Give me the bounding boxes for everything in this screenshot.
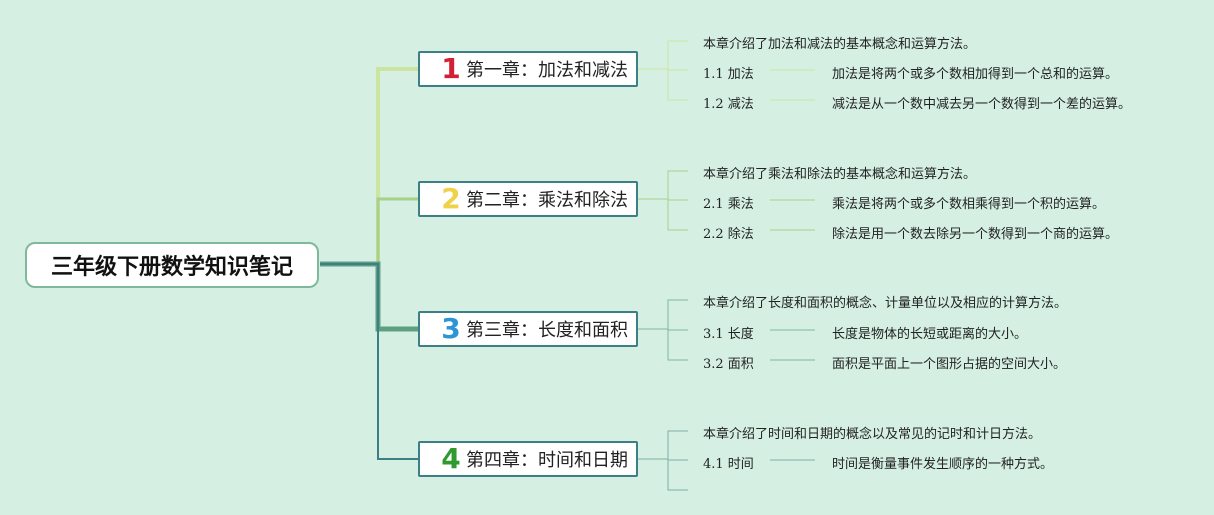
section-3-1-desc: 长度是物体的长短或距离的大小。 bbox=[832, 327, 1028, 342]
root-node[interactable]: 三年级下册数学知识笔记 bbox=[25, 242, 319, 288]
chapter-3-bracket bbox=[638, 299, 815, 361]
chapter-1-bracket bbox=[638, 40, 815, 101]
section-1-2-label: 1.2 减法 bbox=[703, 97, 754, 112]
chapter-3-number: 3 bbox=[441, 312, 461, 345]
section-1-1-label: 1.1 加法 bbox=[703, 67, 754, 82]
section-2-1-label: 2.1 乘法 bbox=[703, 197, 754, 212]
branch-chapter-1 bbox=[320, 67, 418, 266]
chapter-3-intro: 本章介绍了长度和面积的概念、计量单位以及相应的计算方法。 bbox=[703, 296, 1068, 311]
branch-chapter-2 bbox=[320, 197, 418, 266]
root-title: 三年级下册数学知识笔记 bbox=[50, 255, 293, 280]
section-3-1-label: 3.1 长度 bbox=[703, 327, 754, 342]
chapter-4-title: 第四章：时间和日期 bbox=[466, 450, 628, 471]
chapter-1-intro: 本章介绍了加法和减法的基本概念和运算方法。 bbox=[703, 37, 977, 52]
chapter-2-intro: 本章介绍了乘法和除法的基本概念和运算方法。 bbox=[703, 167, 977, 182]
section-2-2-label: 2.2 除法 bbox=[703, 227, 754, 242]
chapter-2-number: 2 bbox=[441, 182, 461, 215]
section-1-1-desc: 加法是将两个或多个数相加得到一个总和的运算。 bbox=[832, 67, 1119, 82]
section-4-1-desc: 时间是衡量事件发生顺序的一种方式。 bbox=[832, 457, 1054, 472]
chapter-2-bracket bbox=[638, 170, 815, 231]
section-2-2-desc: 除法是用一个数去除另一个数得到一个商的运算。 bbox=[832, 227, 1119, 242]
chapter-3-node[interactable]: 3 第三章：长度和面积 bbox=[418, 311, 638, 347]
branch-chapter-4 bbox=[320, 263, 418, 460]
chapter-4-node[interactable]: 4 第四章：时间和日期 bbox=[418, 441, 638, 477]
chapter-1-number: 1 bbox=[441, 52, 461, 85]
section-3-2-label: 3.2 面积 bbox=[703, 357, 754, 372]
section-2-1-desc: 乘法是将两个或多个数相乘得到一个积的运算。 bbox=[832, 197, 1106, 212]
chapter-4-bracket bbox=[638, 430, 815, 491]
chapter-4-number: 4 bbox=[441, 442, 461, 475]
chapter-1-title: 第一章：加法和减法 bbox=[466, 60, 628, 81]
branch-chapter-3 bbox=[320, 261, 418, 332]
chapter-1-node[interactable]: 1 第一章：加法和减法 bbox=[418, 51, 638, 87]
section-1-2-desc: 减法是从一个数中减去另一个数得到一个差的运算。 bbox=[832, 97, 1132, 112]
section-3-2-desc: 面积是平面上一个图形占据的空间大小。 bbox=[832, 357, 1067, 372]
section-4-1-label: 4.1 时间 bbox=[703, 457, 754, 472]
chapter-2-node[interactable]: 2 第二章：乘法和除法 bbox=[418, 181, 638, 217]
chapter-2-title: 第二章：乘法和除法 bbox=[466, 190, 628, 211]
chapter-4-intro: 本章介绍了时间和日期的概念以及常见的记时和计日方法。 bbox=[703, 427, 1042, 442]
chapter-3-title: 第三章：长度和面积 bbox=[466, 320, 628, 341]
